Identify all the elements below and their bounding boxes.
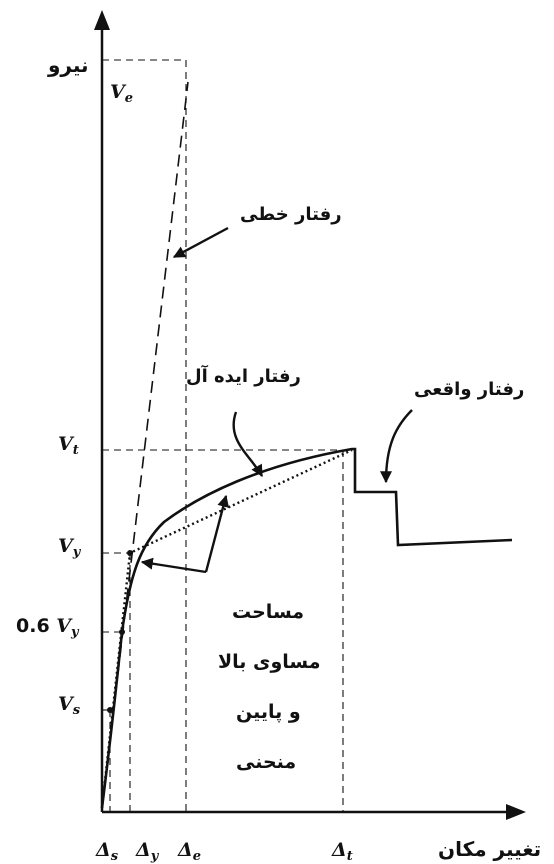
- vt-label: Vt: [58, 433, 79, 458]
- actual-behavior-label: رفتار واقعی: [414, 379, 524, 400]
- linear-behavior-label: رفتار خطی: [240, 204, 342, 225]
- ideal-arrow-1: [232, 411, 264, 478]
- linear-arrow: [172, 226, 229, 259]
- dy-label: Δy: [135, 839, 160, 864]
- vs-label: Vs: [58, 693, 81, 718]
- reference-lines: [102, 59, 352, 812]
- ideal-arrow-3: [204, 494, 230, 573]
- ideal-behavior-label: رفتار ایده آل: [186, 364, 301, 387]
- area-note-line-4: منحنی: [236, 751, 296, 773]
- ds-label: Δs: [95, 839, 119, 864]
- actual-arrow: [380, 409, 413, 484]
- dt-label: Δt: [331, 839, 353, 864]
- 06vy-label: 0.6 Vy: [16, 615, 80, 640]
- x-axis-arrow: [506, 804, 526, 820]
- area-note-line-2: مساوی بالا: [218, 651, 321, 673]
- actual-behavior-curve: [100, 447, 513, 809]
- ideal-arrow-2: [140, 557, 207, 574]
- x-axis-label: تغییر مکان: [438, 837, 541, 861]
- vs-point: [107, 707, 113, 713]
- ideal-behavior-line: [100, 448, 353, 809]
- y-axis-arrow: [94, 10, 110, 30]
- y-axis-label: نیرو: [47, 53, 89, 77]
- area-note-line-3: و پایین: [236, 701, 301, 723]
- area-note-line-1: مساحت: [232, 601, 304, 623]
- vy-point: [127, 550, 133, 556]
- 06vy-point: [119, 629, 125, 635]
- ve-label: Ve: [110, 81, 133, 106]
- de-label: Δe: [177, 839, 201, 864]
- vy-label: Vy: [58, 535, 82, 560]
